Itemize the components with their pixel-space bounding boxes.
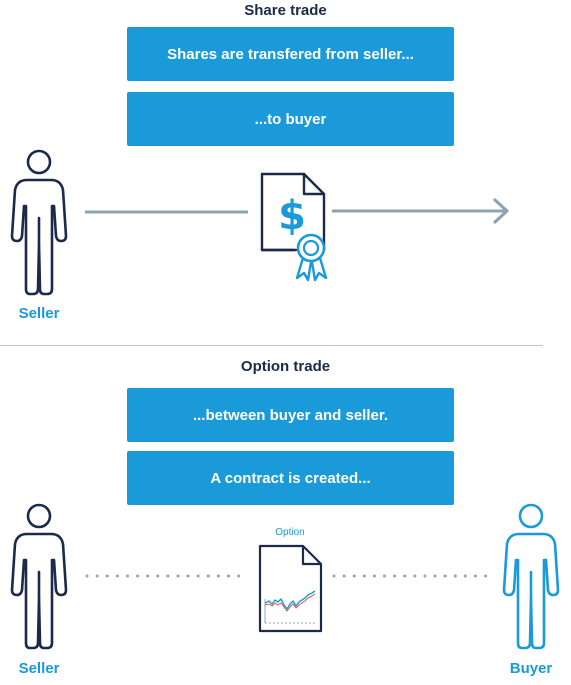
option-dotted-line-left: [85, 568, 245, 586]
share-trade-box-buyer-text: ...to buyer: [254, 110, 327, 128]
share-certificate-icon: $: [258, 170, 332, 287]
section-divider: [0, 345, 543, 346]
arrow-right-icon: [332, 197, 512, 232]
option-dotted-line-right: [332, 568, 492, 586]
share-trade-box-transfer: Shares are transfered from seller...: [127, 27, 454, 81]
seller-person-icon: [8, 148, 70, 303]
option-trade-box-contract: A contract is created...: [127, 451, 454, 505]
share-trade-box-transfer-text: Shares are transfered from seller...: [167, 45, 414, 63]
share-trade-box-buyer: ...to buyer: [127, 92, 454, 146]
option-trade-box-between-text: ...between buyer and seller.: [192, 406, 389, 424]
option-trade-box-between: ...between buyer and seller.: [127, 388, 454, 442]
option-trade-title: Option trade: [240, 358, 331, 375]
share-arrow-line-left: [85, 205, 250, 223]
option-trade-box-contract-text: A contract is created...: [210, 469, 371, 487]
svg-text:$: $: [278, 193, 306, 239]
option-document-icon: [257, 543, 325, 640]
share-trade-title: Share trade: [244, 2, 327, 19]
option-document-caption: Option: [275, 527, 305, 538]
option-buyer-label: Buyer: [509, 660, 553, 677]
option-seller-label: Seller: [18, 660, 60, 677]
option-seller-person-icon: [8, 502, 70, 657]
buyer-person-icon: [500, 502, 562, 657]
share-seller-label: Seller: [18, 305, 60, 322]
